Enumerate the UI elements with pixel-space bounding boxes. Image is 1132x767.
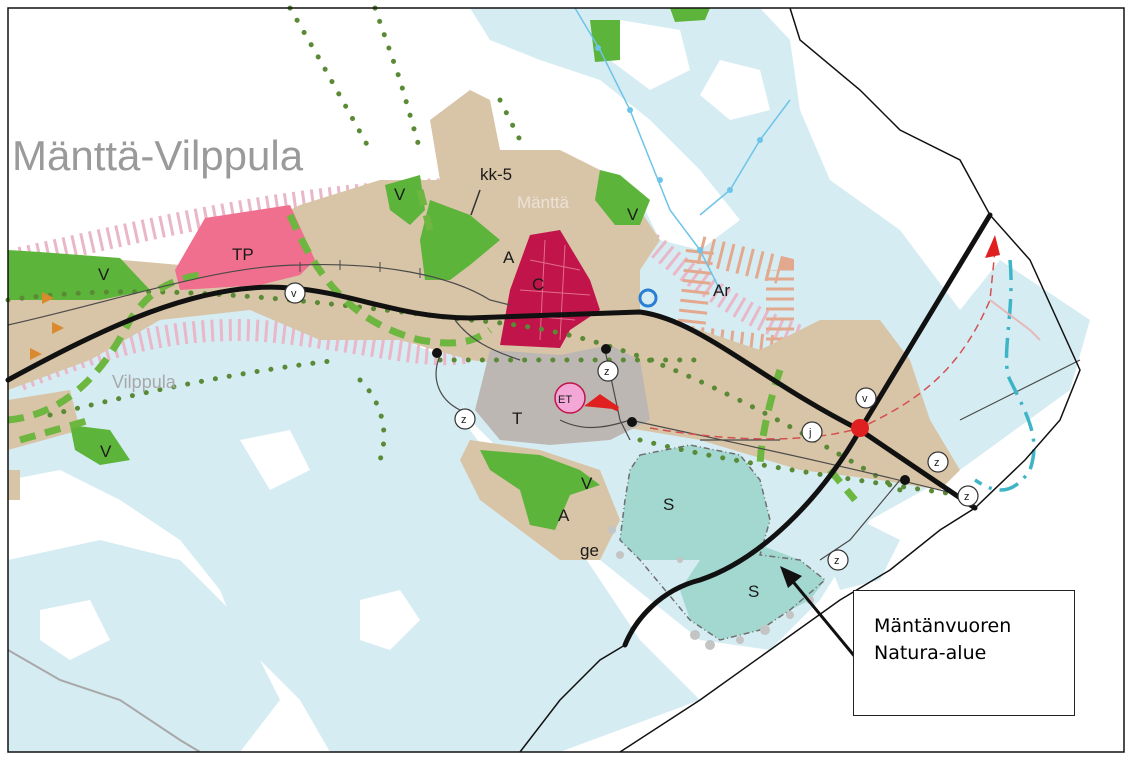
zone-label-s-south: S [748, 582, 759, 601]
symbol-z[interactable]: z [454, 408, 476, 430]
symbol-v-east[interactable]: v [855, 387, 877, 409]
conservation-boundary [974, 259, 1036, 492]
waterway-route [574, 7, 791, 291]
junction-node [900, 475, 910, 485]
workplace-area-tp [175, 205, 315, 290]
rail-ticks [299, 260, 421, 278]
green-links [7, 189, 858, 503]
svg-text:v: v [862, 393, 868, 405]
svg-text:v: v [291, 288, 297, 300]
junction-node [601, 344, 611, 354]
callout-line-2: Natura-alue [874, 642, 987, 664]
triangle-marker-icon [985, 235, 1000, 258]
gray-road-southwest [7, 649, 201, 753]
callout-line-1: Mäntänvuoren [874, 615, 1012, 637]
et-marker[interactable]: ET [554, 382, 586, 414]
svg-text:z: z [461, 414, 467, 426]
zone-label-a: A [503, 248, 515, 267]
harbor-marker[interactable] [638, 288, 658, 308]
orange-triangle-icons [30, 292, 64, 360]
svg-text:z: z [934, 457, 940, 469]
town-label-mantta: Mänttä [517, 193, 570, 212]
svg-text:ET: ET [558, 394, 572, 406]
symbol-z[interactable]: z [827, 549, 849, 571]
zone-label-v-west: V [98, 265, 110, 284]
svg-text:z: z [604, 366, 610, 378]
zone-label-ge: ge [580, 541, 599, 560]
municipal-boundary-west [519, 644, 626, 753]
svg-text:z: z [834, 555, 840, 567]
zone-label-ar: Ar [713, 281, 730, 300]
zone-label-tp: TP [232, 245, 254, 264]
zone-label-v-north: V [394, 185, 406, 204]
natura-callout: Mäntänvuoren Natura-alue [853, 590, 1075, 716]
zone-label-t: T [512, 409, 522, 428]
symbol-z[interactable]: z [927, 451, 949, 473]
zone-label-v-northeast: V [627, 205, 639, 224]
junction-node [627, 417, 637, 427]
junction-node [432, 348, 442, 358]
zone-label-kk5: kk-5 [480, 165, 512, 184]
zone-label-v-south: V [581, 474, 593, 493]
zone-label-s-north: S [663, 495, 674, 514]
municipality-label: Mänttä-Vilppula [12, 132, 304, 179]
svg-text:j: j [808, 427, 811, 439]
pink-line [989, 299, 1041, 341]
main-roads [5, 212, 993, 648]
development-arrow-icon [584, 394, 619, 412]
zone-label-c: C [532, 275, 544, 294]
zone-label-v-southwest: V [100, 442, 112, 461]
islands [40, 20, 770, 660]
natura-areas [608, 444, 827, 650]
main-junction-marker[interactable] [851, 419, 869, 437]
zone-label-a-south: A [558, 506, 570, 525]
green-areas [8, 8, 710, 530]
symbol-z[interactable]: z [597, 360, 619, 382]
municipal-boundary [619, 7, 1081, 753]
town-label-vilppula: Vilppula [112, 372, 177, 392]
kk-leader-line [470, 189, 481, 216]
svg-text:z: z [964, 491, 970, 503]
symbol-v-west[interactable]: v [284, 282, 306, 304]
callout-arrow-icon [780, 566, 858, 659]
map-border [7, 7, 1125, 753]
symbol-j[interactable]: j [801, 421, 823, 443]
symbol-z[interactable]: z [957, 485, 979, 507]
